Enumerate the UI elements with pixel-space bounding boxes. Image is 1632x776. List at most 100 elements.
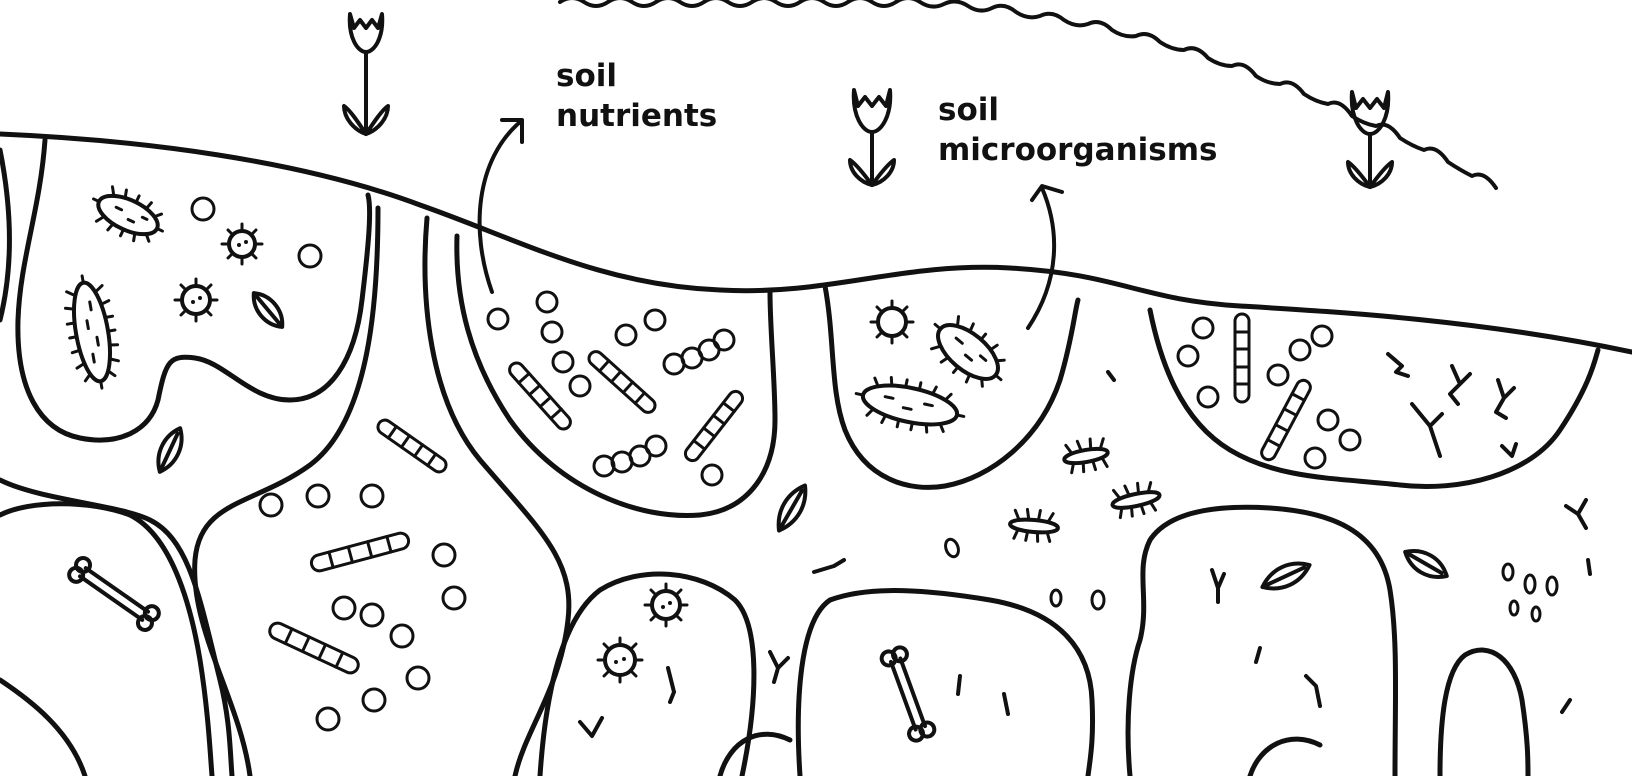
- round-cell-icon: [361, 604, 383, 626]
- round-cell-icon: [570, 376, 590, 396]
- lower-lump-8: [1250, 739, 1320, 776]
- round-cell-icon: [1290, 340, 1310, 360]
- lower-lump-2: [0, 680, 85, 776]
- hyphae-icon: [1566, 500, 1586, 528]
- leaf-icon: [247, 287, 289, 332]
- pore-channel-2: [425, 218, 569, 776]
- hyphae-icon: [1588, 560, 1590, 574]
- seed-icon: [1510, 601, 1518, 615]
- round-cell-icon: [443, 587, 465, 609]
- round-cell-icon: [553, 352, 573, 372]
- leaf-icon: [771, 481, 813, 535]
- cell-chain-icon: [1259, 378, 1313, 462]
- round-cell-icon: [192, 198, 214, 220]
- soil-microorganisms-label-line-1: soil: [938, 90, 1217, 130]
- bead-chain-icon: [664, 330, 734, 374]
- hyphae-icon: [1412, 404, 1442, 456]
- cell-chain-icon: [310, 531, 411, 572]
- hyphae-icon: [668, 668, 674, 702]
- soil-nutrients-label-line-1: soil: [556, 56, 717, 96]
- hyphae-icon: [1388, 354, 1408, 376]
- hyphae-icon: [1108, 372, 1114, 380]
- spiky-bacterium-icon: [851, 370, 969, 440]
- seed-group: [943, 537, 1557, 621]
- seed-icon: [1092, 591, 1104, 609]
- round-cell-icon: [702, 465, 722, 485]
- round-cell-icon: [1318, 410, 1338, 430]
- hyphae-icon: [1496, 380, 1514, 418]
- seed-icon: [1532, 607, 1540, 621]
- leaf-icon: [152, 424, 189, 475]
- round-cell-group: [192, 198, 1360, 730]
- round-cell-icon: [645, 310, 665, 330]
- mite-icon: [1009, 508, 1060, 543]
- bone-icon: [66, 555, 161, 633]
- spiky-bacterium-icon: [919, 305, 1017, 399]
- tulip-sprout-icon: [850, 90, 894, 185]
- lower-lump-5: [1128, 507, 1396, 776]
- hyphae-icon: [1562, 700, 1570, 712]
- tulip-sprout-icon: [344, 14, 388, 134]
- hyphae-icon: [958, 676, 960, 694]
- leaf-icon: [1258, 556, 1313, 596]
- round-cell-icon: [317, 708, 339, 730]
- hyphae-icon: [1256, 648, 1260, 662]
- seed-icon: [1503, 564, 1513, 580]
- cell-chain-icon: [1235, 314, 1249, 402]
- hyphae-icon: [770, 652, 788, 682]
- round-spiky-cell-icon: [222, 224, 262, 264]
- mite-icon: [1109, 479, 1162, 519]
- spiky-bacterium-icon: [59, 272, 124, 392]
- round-cell-icon: [433, 544, 455, 566]
- mite-icon: [1062, 436, 1111, 474]
- cell-chain-icon: [267, 620, 361, 675]
- round-spiky-cell-icon: [598, 638, 642, 682]
- round-cell-icon: [616, 325, 636, 345]
- lower-lump-1: [0, 504, 212, 776]
- hyphae-icon: [580, 718, 602, 736]
- round-cell-icon: [361, 485, 383, 507]
- hyphae-icon: [1004, 694, 1008, 714]
- round-cell-icon: [1312, 326, 1332, 346]
- round-spiky-cell-icon: [645, 584, 687, 626]
- round-cell-icon: [1193, 318, 1213, 338]
- spiky-bacterium-icon: [84, 179, 171, 251]
- microorganisms-arrow-icon: [1028, 186, 1062, 328]
- soil-nutrients-label-line-2: nutrients: [556, 96, 717, 136]
- round-cell-icon: [333, 597, 355, 619]
- leaf-icon: [1400, 544, 1451, 585]
- seed-icon: [1525, 575, 1535, 593]
- round-cell-icon: [542, 322, 562, 342]
- soil-aggregate-1: [18, 140, 370, 440]
- round-cell-icon: [488, 309, 508, 329]
- bone-icon: [880, 645, 937, 742]
- round-cell-icon: [391, 625, 413, 647]
- round-cell-icon: [1305, 448, 1325, 468]
- cell-chain-icon: [586, 349, 658, 416]
- soil-aggregate-3: [825, 286, 1078, 487]
- round-cell-icon: [1178, 346, 1198, 366]
- cell-chain-icon: [683, 389, 746, 464]
- hyphae-icon: [1450, 366, 1470, 404]
- round-cell-icon: [299, 245, 321, 267]
- seed-icon: [1547, 577, 1557, 595]
- soil-microorganisms-label-line-2: microorganisms: [938, 130, 1217, 170]
- tulip-sprout-icon: [1348, 92, 1392, 187]
- soil-nutrients-label: soil nutrients: [556, 56, 717, 136]
- lower-lump-7: [720, 734, 790, 776]
- round-cell-icon: [1268, 365, 1288, 385]
- hyphae-group: [580, 354, 1590, 736]
- cell-chain-icon: [375, 417, 449, 474]
- lower-lump-6: [1440, 650, 1528, 776]
- soil-microorganisms-label: soil microorganisms: [938, 90, 1217, 170]
- seed-icon: [1051, 590, 1061, 606]
- pore-channel-4: [0, 480, 232, 776]
- bead-chain-icon: [594, 436, 666, 476]
- pore-channel-3: [0, 150, 9, 320]
- round-spiky-cell-icon: [175, 279, 217, 321]
- round-cell-icon: [537, 292, 557, 312]
- round-cell-icon: [407, 667, 429, 689]
- round-spiky-cell-icon: [871, 301, 913, 343]
- lower-lump-4: [798, 591, 1092, 776]
